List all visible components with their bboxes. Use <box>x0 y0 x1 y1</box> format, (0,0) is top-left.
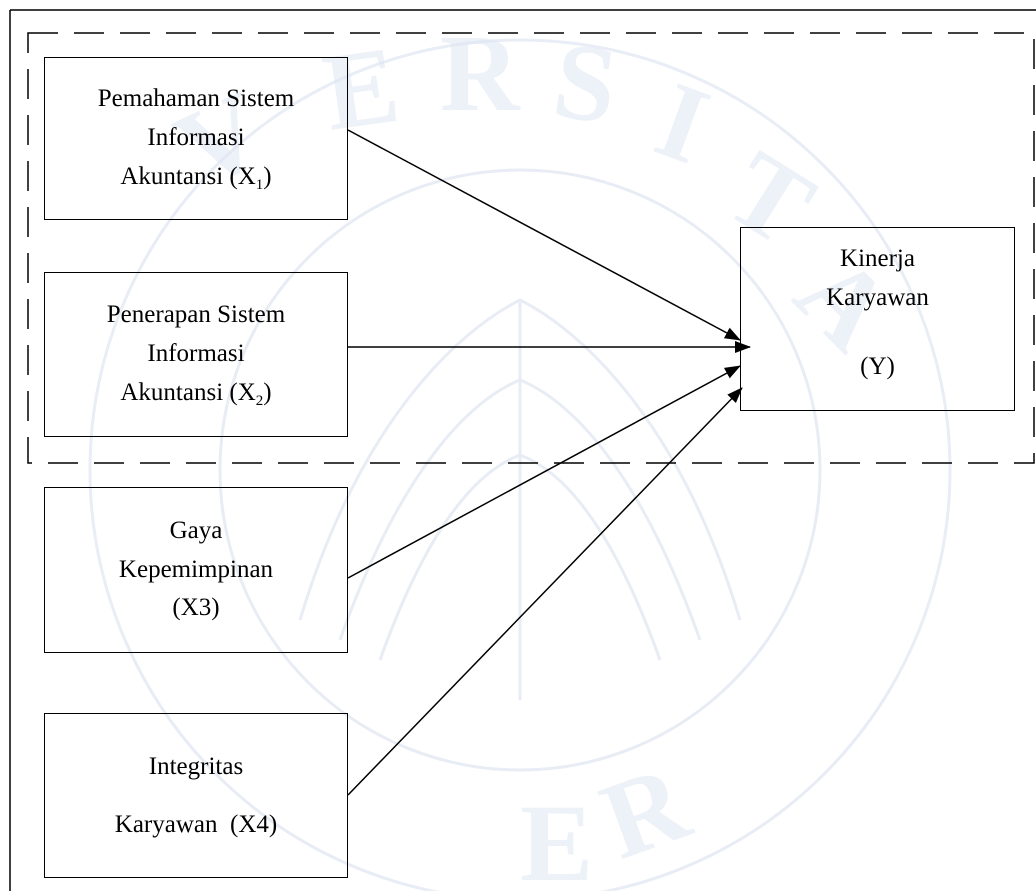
arrow-x1-to-y <box>347 129 741 341</box>
x4-line-2: Karyawan (X4) <box>114 810 278 838</box>
x2-subscript: 2 <box>255 392 264 409</box>
y-line-1: Kinerja <box>840 245 915 272</box>
x1-line-2: Informasi <box>147 124 245 152</box>
y-line-2: Karyawan <box>826 283 929 311</box>
x2-line-3: Akuntansi (X2) <box>120 378 272 409</box>
x3-line-2: Kepemimpinan <box>118 555 274 583</box>
y-line-3: (Y) <box>860 352 895 380</box>
x2-line-2: Informasi <box>147 340 245 368</box>
variable-box-x4: Integritas Karyawan (X4) <box>44 713 348 878</box>
dashed-group-border <box>27 32 1035 464</box>
variable-box-x1: Pemahaman Sistem Informasi Akuntansi (X1… <box>44 57 348 220</box>
x3-line-1: Gaya <box>169 516 223 544</box>
variable-box-x2: Penerapan Sistem Informasi Akuntansi (X2… <box>44 272 348 437</box>
variable-box-y: Kinerja Karyawan (Y) <box>740 227 1015 411</box>
x3-line-3: (X3) <box>172 594 220 622</box>
arrow-x3-to-y <box>347 365 741 579</box>
variable-box-x3: Gaya Kepemimpinan (X3) <box>44 487 348 653</box>
x1-subscript: 1 <box>255 176 264 193</box>
arrow-x4-to-y <box>347 387 743 796</box>
x2-line-1: Penerapan Sistem <box>106 301 286 329</box>
x1-line-3: Akuntansi (X1) <box>120 162 272 193</box>
x1-line-1: Pemahaman Sistem <box>97 85 295 113</box>
x4-line-1: Integritas <box>148 753 244 780</box>
